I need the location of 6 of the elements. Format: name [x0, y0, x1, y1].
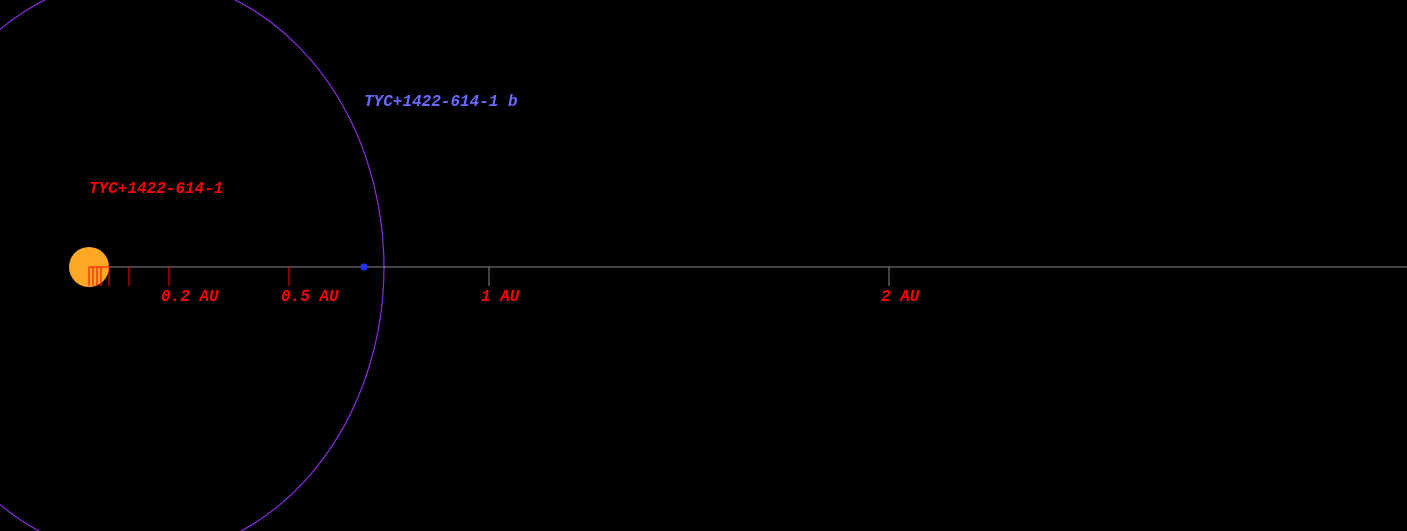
- scale-label: 2 AU: [881, 288, 920, 306]
- scale-label: 1 AU: [481, 288, 520, 306]
- scale-label: 0.2 AU: [161, 288, 219, 306]
- scale-label: 0.5 AU: [281, 288, 339, 306]
- planet-name: TYC+1422-614-1 b: [364, 93, 518, 111]
- star-name: TYC+1422-614-1: [89, 180, 224, 198]
